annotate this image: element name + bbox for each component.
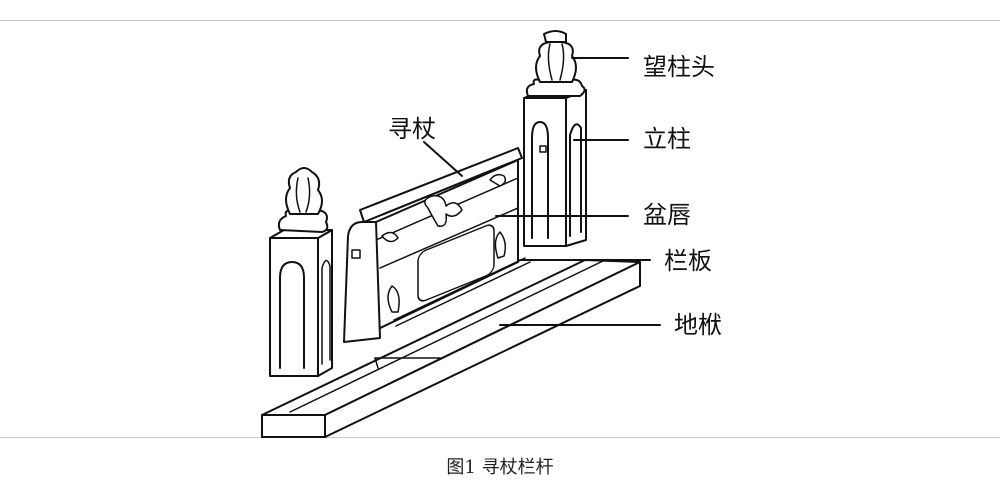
right-post (523, 89, 587, 247)
right-post-cap (525, 30, 586, 97)
left-post (269, 229, 333, 377)
label-xunzhang: 寻杖 (388, 115, 436, 143)
middle-post (343, 221, 381, 343)
left-post-cap (277, 167, 329, 233)
label-wangzhutou: 望柱头 (643, 53, 715, 81)
leader-xunzhang (423, 141, 463, 177)
label-penchun: 盆唇 (643, 201, 691, 229)
railing-panel (359, 147, 531, 331)
ground-beam (261, 259, 641, 438)
label-lanban: 栏板 (664, 247, 712, 275)
label-difu: 地栿 (674, 311, 722, 339)
figure-caption: 图1 寻杖栏杆 (446, 457, 554, 478)
bottom-divider (0, 437, 1000, 438)
label-lizhu: 立柱 (643, 125, 691, 153)
top-divider (0, 20, 1000, 21)
leader-lines (423, 57, 661, 326)
